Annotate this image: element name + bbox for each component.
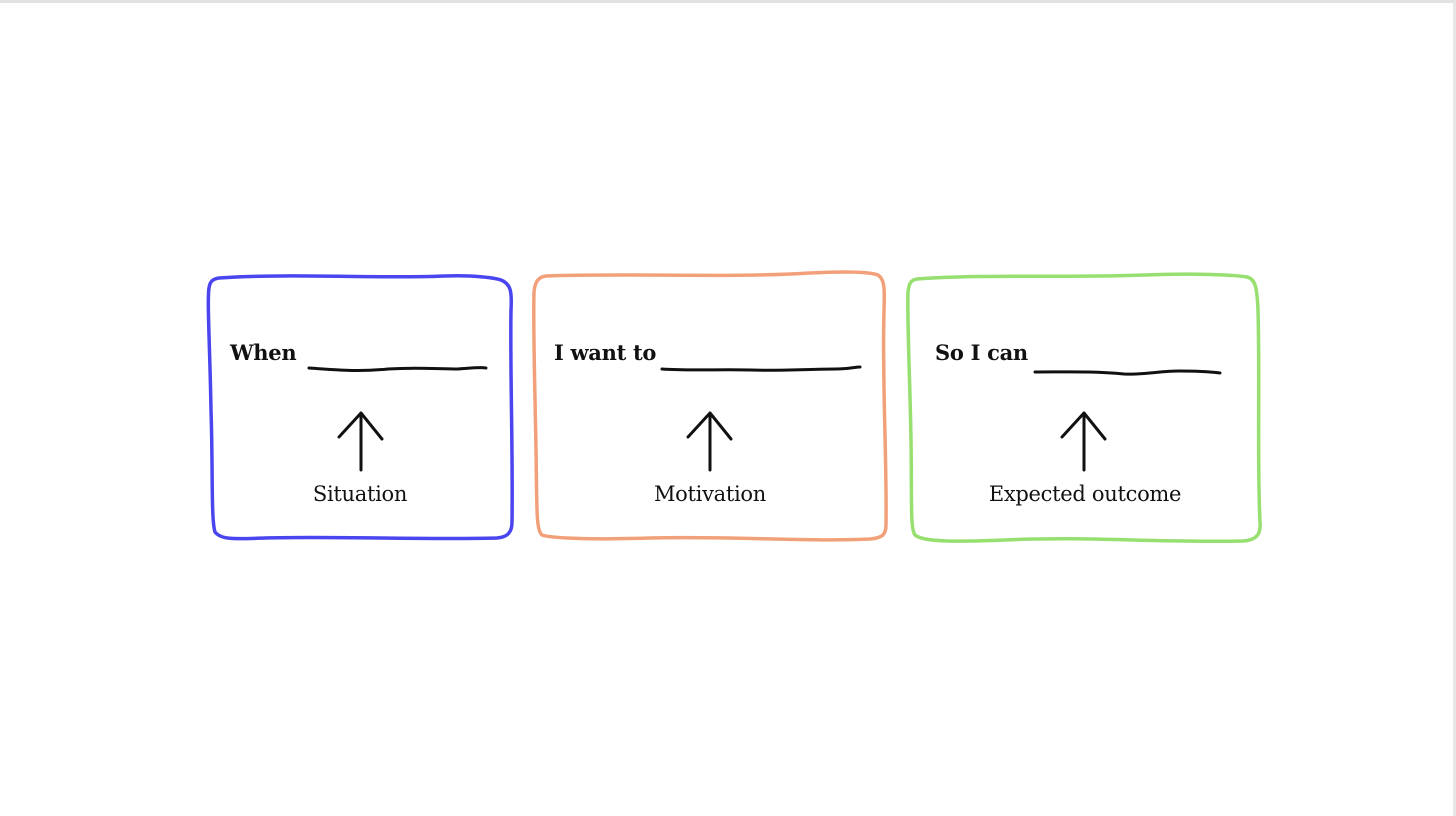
card-border (206, 274, 514, 541)
card-outline (531, 270, 888, 542)
fill-in-blank-line (307, 366, 488, 373)
card-outline (906, 272, 1262, 544)
card-outline (206, 274, 514, 541)
up-arrow-icon (337, 411, 384, 472)
prompt-label: I want to (554, 340, 657, 365)
prompt-label: When (230, 340, 297, 365)
blank-stroke (660, 365, 862, 372)
card-border (531, 270, 888, 542)
job-story-card-expected-outcome: So I can Expected outcome (905, 270, 1265, 550)
prompt-label: So I can (935, 340, 1028, 365)
blank-stroke (307, 366, 488, 373)
up-arrow-icon (686, 411, 733, 472)
job-story-card-situation: When Situation (205, 270, 565, 550)
fill-in-blank-line (660, 365, 862, 372)
job-story-card-motivation: I want to Motivation (530, 270, 890, 550)
up-arrow-icon (1060, 411, 1107, 472)
caption-label: Situation (312, 482, 408, 506)
fill-in-blank-line (1033, 369, 1222, 376)
card-border (906, 272, 1262, 544)
caption-label: Motivation (653, 482, 766, 506)
blank-stroke (1033, 369, 1222, 376)
caption-label: Expected outcome (988, 482, 1182, 506)
